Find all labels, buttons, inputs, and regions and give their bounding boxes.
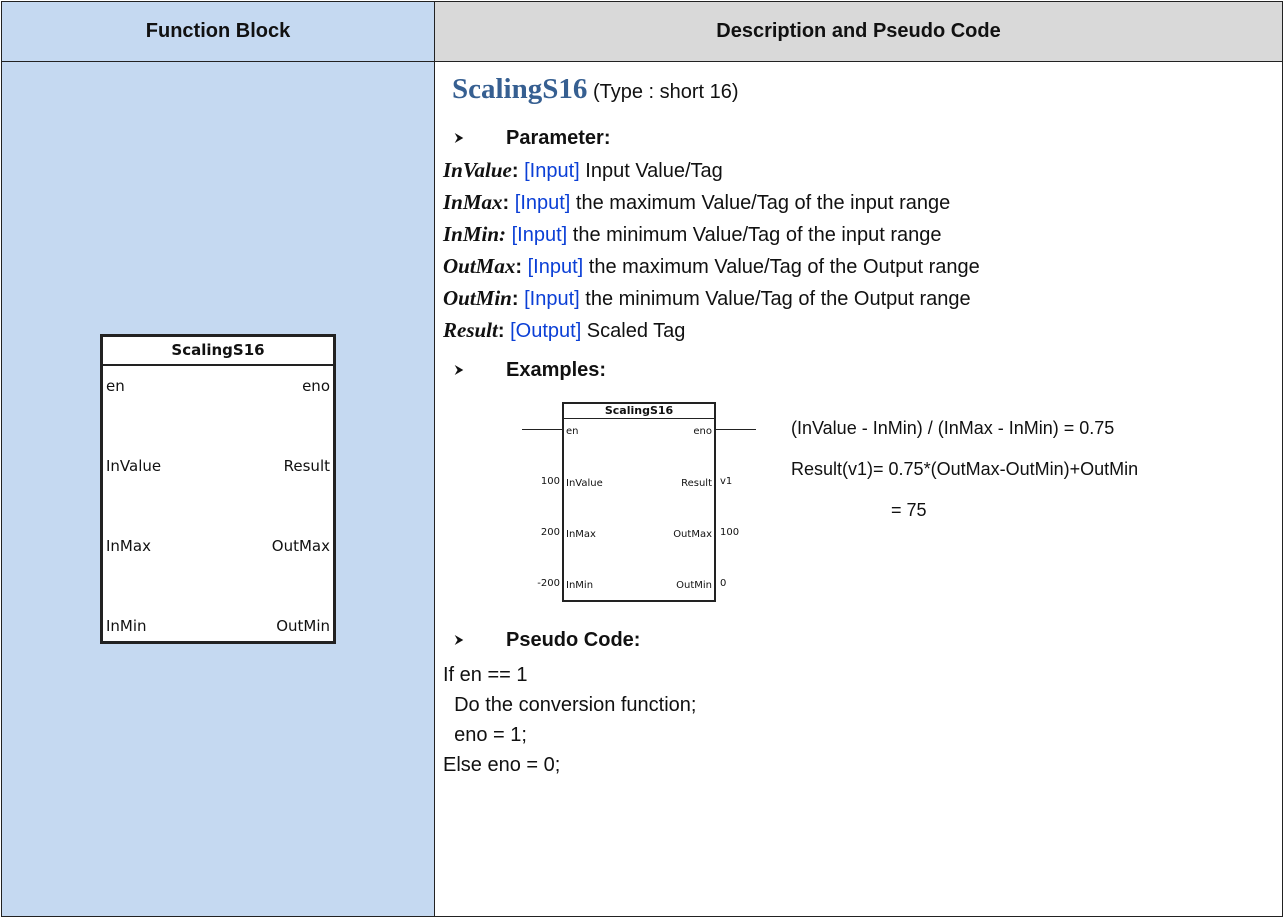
block-type: (Type : short 16): [592, 81, 739, 103]
pseudo-code-block: If en == 1 Do the conversion function; e…: [443, 660, 1282, 780]
header-function-block: Function Block: [1, 1, 435, 62]
formula-line-2: Result(v1)= 0.75*(OutMax-OutMin)+OutMin: [791, 459, 1139, 479]
example-pin-eno: eno: [693, 426, 712, 437]
example-inmin: -200: [537, 578, 560, 589]
parameter-line: OutMax: [Input] the maximum Value/Tag of…: [443, 250, 1282, 282]
parameter-io-tag: [Input]: [514, 192, 571, 214]
parameter-description: the maximum Value/Tag of the Output rang…: [583, 256, 980, 278]
parameter-line: InMax: [Input] the maximum Value/Tag of …: [443, 186, 1282, 218]
header-description: Description and Pseudo Code: [434, 1, 1283, 62]
example-pin-result: Result: [681, 478, 712, 489]
pin-eno: eno: [302, 377, 330, 395]
arrow-bullet-icon: [454, 365, 464, 375]
example-invalue: 100: [540, 476, 560, 487]
block-title: ScalingS16: [171, 341, 265, 359]
parameter-line: OutMin: [Input] the minimum Value/Tag of…: [443, 282, 1282, 314]
parameter-description: the maximum Value/Tag of the input range: [570, 192, 951, 214]
example-pin-invalue: InValue: [566, 478, 603, 489]
function-block-cell: ScalingS16 en eno InValue Result InMax O…: [1, 61, 435, 917]
parameter-description: the minimum Value/Tag of the input range: [567, 224, 942, 246]
example-inmax: 200: [540, 527, 560, 538]
example-outmin: 0: [720, 578, 727, 589]
parameter-name: InValue: [443, 158, 512, 182]
pin-invalue: InValue: [106, 457, 162, 475]
parameter-section-heading: Parameter:: [452, 122, 1282, 154]
parameter-name: InMin:: [443, 222, 507, 246]
parameter-line: Result: [Output] Scaled Tag: [443, 314, 1282, 346]
example-input-wire: [522, 429, 562, 430]
parameter-line: InMin: [Input] the minimum Value/Tag of …: [443, 218, 1282, 250]
pseudo-code-line: Do the conversion function;: [443, 694, 697, 716]
block-name: ScalingS16: [452, 73, 588, 105]
parameter-name: InMax: [443, 190, 503, 214]
example-pin-en: en: [566, 426, 579, 437]
pseudo-code-line: If en == 1: [443, 664, 528, 686]
example-title-divider: [564, 418, 714, 419]
parameter-separator: :: [511, 288, 519, 310]
example-block-diagram: ScalingS16 en eno InValue Result InMax O…: [562, 402, 716, 602]
pin-outmax: OutMax: [271, 537, 330, 555]
block-title-divider: [103, 364, 333, 366]
arrow-bullet-icon: [454, 133, 464, 143]
pin-inmax: InMax: [106, 537, 151, 555]
example-output-wire: [716, 429, 756, 430]
parameter-separator: :: [497, 320, 505, 342]
formula-line-3: = 75: [891, 500, 927, 520]
parameter-io-tag: [Input]: [511, 224, 568, 246]
parameter-io-tag: [Output]: [510, 320, 582, 342]
parameter-io-tag: [Input]: [524, 288, 580, 310]
examples-section-heading: Examples:: [452, 354, 1282, 386]
example-pin-outmax: OutMax: [673, 529, 712, 540]
parameter-separator: :: [511, 160, 519, 182]
parameter-description: Input Value/Tag: [579, 160, 723, 182]
pin-inmin: InMin: [106, 617, 147, 635]
pseudo-code-line: eno = 1;: [443, 724, 527, 746]
formula-line-1: (InValue - InMin) / (InMax - InMin) = 0.…: [791, 418, 1115, 438]
parameter-separator: :: [515, 256, 523, 278]
example-pin-inmax: InMax: [566, 529, 596, 540]
example-block-title: ScalingS16: [604, 404, 674, 417]
example-result: v1: [720, 476, 733, 487]
parameter-io-tag: [Input]: [524, 160, 580, 182]
example-pin-outmin: OutMin: [676, 580, 712, 591]
block-heading: ScalingS16 (Type : short 16): [452, 74, 1282, 108]
parameter-name: OutMin: [443, 286, 512, 310]
description-cell: ScalingS16 (Type : short 16) Parameter: …: [434, 61, 1283, 917]
function-block-diagram: ScalingS16 en eno InValue Result InMax O…: [100, 334, 336, 644]
arrow-bullet-icon: [454, 635, 464, 645]
parameter-separator: :: [502, 192, 510, 214]
parameter-description: Scaled Tag: [581, 320, 686, 342]
pin-result: Result: [283, 457, 330, 475]
pseudo-code-line: Else eno = 0;: [443, 754, 561, 776]
parameter-io-tag: [Input]: [527, 256, 584, 278]
pseudo-code-section-heading: Pseudo Code:: [452, 624, 1282, 656]
example-figure: ScalingS16 en eno InValue Result InMax O…: [452, 392, 1282, 624]
parameter-name: OutMax: [443, 254, 516, 278]
parameter-description: the minimum Value/Tag of the Output rang…: [579, 288, 971, 310]
example-outmax: 100: [720, 527, 740, 538]
parameter-name: Result: [443, 318, 498, 342]
parameter-line: InValue: [Input] Input Value/Tag: [443, 154, 1282, 186]
pin-en: en: [106, 377, 125, 395]
example-pin-inmin: InMin: [566, 580, 594, 591]
pin-outmin: OutMin: [276, 617, 330, 635]
